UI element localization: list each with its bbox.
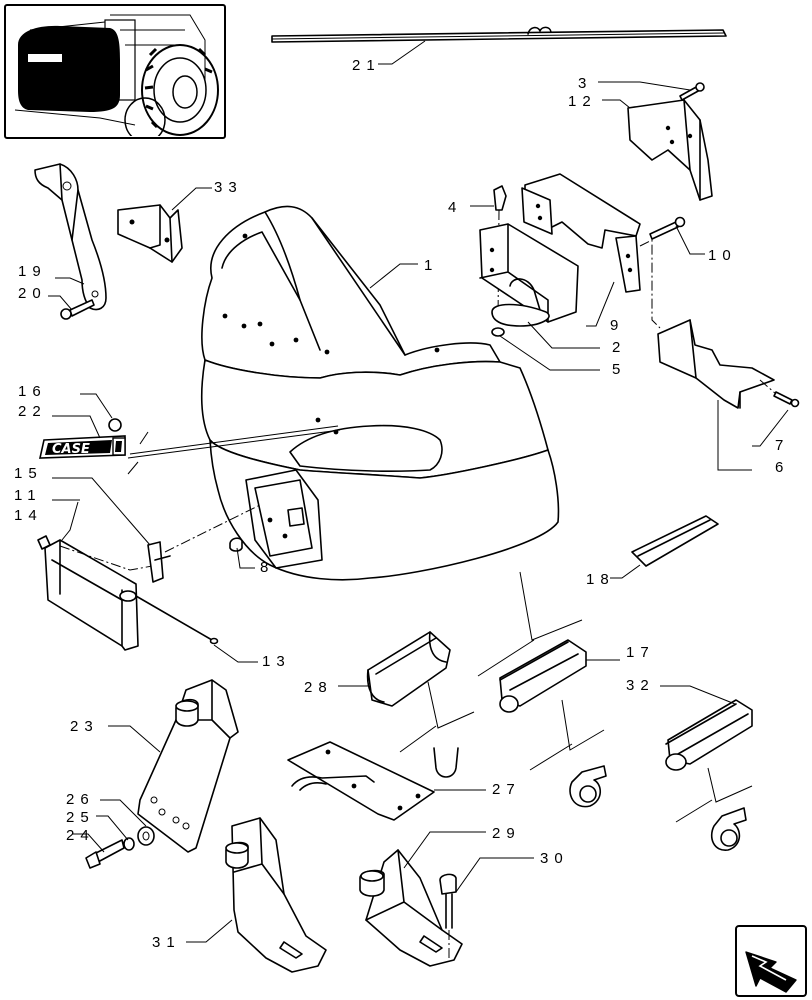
callout-6: 6 (775, 459, 789, 476)
callout-9: 9 (610, 317, 624, 334)
callout-26: 26 (66, 791, 95, 808)
part-15-clip (52, 477, 261, 583)
part-18-strip (610, 515, 719, 579)
part-13-rod (135, 595, 258, 663)
part-12-plate (602, 99, 713, 201)
callout-11: 11 (14, 487, 42, 504)
callout-32: 32 (626, 677, 655, 694)
callout-28: 28 (304, 679, 333, 696)
callout-4: 4 (448, 199, 462, 216)
part-7-bolt (752, 379, 800, 447)
callout-7: 7 (775, 437, 789, 454)
part-17-profile (569, 765, 607, 808)
callout-10: 10 (708, 247, 737, 264)
callout-12: 12 (568, 93, 597, 110)
part-20-bolt (48, 277, 95, 320)
part-16-dot (80, 393, 122, 432)
callout-31: 31 (152, 934, 181, 951)
callout-8: 8 (260, 559, 274, 576)
callout-14: 14 (14, 507, 43, 524)
callout-21: 21 (352, 57, 381, 74)
callout-19: 19 (18, 263, 47, 280)
callout-23: 23 (70, 718, 99, 735)
part-11-weight-block (44, 539, 159, 651)
part-6-bracket (657, 319, 775, 471)
callout-22: 22 (18, 403, 47, 420)
part-25-washer (96, 815, 135, 851)
part-33-bracket (117, 187, 212, 263)
part-29-bracket (359, 831, 486, 967)
part-31-bracket (186, 817, 327, 973)
case-logo-text: CASE (52, 442, 90, 457)
next-page-arrow-icon[interactable] (735, 925, 807, 997)
part-5-washer (491, 327, 600, 371)
callout-29: 29 (492, 825, 521, 842)
callout-16: 16 (18, 383, 47, 400)
callout-25: 25 (66, 809, 95, 826)
callout-3: 3 (578, 75, 592, 92)
part-28-profile (433, 747, 459, 778)
callout-17: 17 (626, 644, 655, 661)
callout-24: 24 (66, 827, 95, 844)
part-19-arm-bracket (34, 163, 107, 311)
part-27-plate (287, 741, 486, 821)
callout-33: 33 (214, 179, 243, 196)
part-10-bolt (639, 216, 705, 329)
part-3-screw (598, 81, 705, 101)
part-28-seal (338, 631, 475, 753)
callout-30: 30 (540, 850, 569, 867)
callout-20: 20 (18, 285, 47, 302)
callout-13: 13 (262, 653, 291, 670)
part-24-bolt (72, 833, 125, 869)
part-17-seal (477, 571, 620, 771)
callout-1: 1 (424, 257, 438, 274)
part-32-profile (710, 807, 747, 851)
tractor-location-thumbnail (4, 4, 226, 139)
part-14-pin (37, 499, 80, 550)
callout-labels: 21 3 12 33 4 10 1 19 20 9 2 5 16 22 7 15… (14, 57, 789, 951)
part-1-weight-housing (200, 205, 560, 581)
callout-2: 2 (612, 339, 626, 356)
part-26-washer (100, 799, 155, 846)
part-9-bracket (521, 173, 641, 327)
callout-18: 18 (586, 571, 615, 588)
part-30-bolt (439, 857, 534, 960)
part-21-strip (271, 26, 727, 65)
callout-15: 15 (14, 465, 43, 482)
part-8-plug (229, 537, 255, 569)
part-23-bracket (108, 679, 239, 853)
part-2-block (479, 223, 600, 349)
part-22-case-decal: CASE (38, 415, 341, 475)
callout-27: 27 (492, 781, 521, 798)
callout-5: 5 (612, 361, 626, 378)
part-32-seal (660, 685, 753, 823)
